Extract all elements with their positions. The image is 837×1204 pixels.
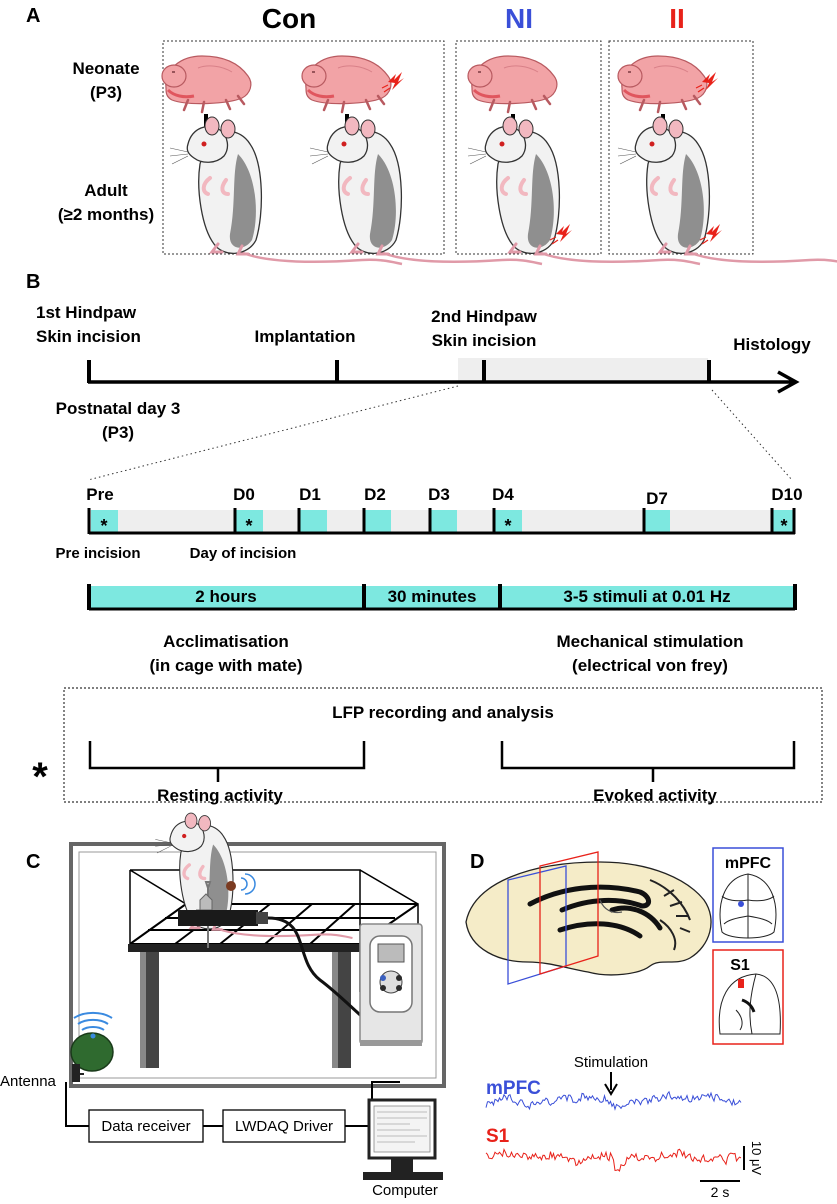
s1-electrode-site (738, 979, 744, 988)
adult-row-label: Adult (84, 181, 128, 200)
recording-cage (69, 842, 446, 1088)
day-label-d1: D1 (299, 485, 321, 504)
computer-icon (363, 1098, 443, 1180)
data-receiver-box (88, 1109, 204, 1143)
day-label-pre: Pre (86, 485, 113, 504)
glass-enclosure (129, 869, 419, 992)
second-incision-sub: Skin incision (432, 331, 537, 350)
second-incision-label: 2nd Hindpaw (431, 307, 538, 326)
recording-asterisk: * (245, 516, 252, 536)
implantation-label: Implantation (254, 327, 355, 346)
adult-row-sub: (≥2 months) (58, 205, 154, 224)
table-leg (337, 952, 351, 1068)
mpfc-electrode-site (738, 901, 744, 907)
lwdaq-driver-box (222, 1109, 346, 1143)
von-frey-handle (178, 910, 258, 926)
group-ni-label: NI (505, 3, 533, 34)
evoked-bracket (500, 741, 796, 782)
group-ii-label: II (669, 3, 685, 34)
lfp-trace-mpfc (485, 1090, 742, 1111)
mechanical-sub: (electrical von frey) (572, 656, 728, 675)
mpfc-inset-label: mPFC (725, 855, 772, 872)
neonate-pup-icon (616, 54, 709, 114)
recording-window-shade (458, 358, 708, 382)
adult-mouse-icon (616, 115, 837, 266)
scale-bar-voltage-label: 10 μV (749, 1141, 764, 1176)
first-incision-sub: Skin incision (36, 327, 141, 346)
s1-inset-box (712, 949, 784, 1045)
phase-acclimatisation-duration: 2 hours (195, 587, 256, 606)
neonate-row-sub: (P3) (90, 83, 122, 102)
acclimatisation-label: Acclimatisation (163, 632, 289, 651)
antenna-receiver-icon (70, 1032, 114, 1072)
resting-activity-label: Resting activity (157, 786, 283, 805)
table-leg (145, 952, 159, 1068)
lfp-title: LFP recording and analysis (332, 703, 554, 722)
histology-label: Histology (733, 335, 811, 354)
recording-asterisk: * (100, 516, 107, 536)
big-asterisk: * (32, 755, 48, 799)
antenna-signal-icon (73, 1011, 113, 1031)
trace-s1-label: S1 (486, 1126, 510, 1147)
day-label-d7: D7 (646, 489, 668, 508)
antenna-label: Antenna (0, 1073, 57, 1090)
acclimatisation-sub: (in cage with mate) (149, 656, 302, 675)
wireless-signal-icon (240, 873, 256, 895)
day-markers (87, 508, 796, 535)
trace-mpfc-label: mPFC (486, 1078, 541, 1099)
panel-b-label: B (26, 271, 40, 293)
neonate-pup-icon (466, 54, 559, 114)
group-con-label: Con (262, 3, 316, 34)
stimulation-arrow-icon (604, 1072, 618, 1096)
ni-group-box (455, 40, 602, 255)
receiver-cable (65, 1082, 89, 1127)
recording-asterisk: * (780, 516, 787, 536)
day-label-d0: D0 (233, 485, 255, 504)
panel-a-label: A (26, 5, 40, 27)
pre-incision-label: Pre incision (55, 545, 140, 562)
con-group-box (162, 40, 445, 255)
recording-asterisk: * (504, 516, 511, 536)
day-label-d10: D10 (771, 485, 802, 504)
lwdaq-driver-label: LWDAQ Driver (235, 1118, 333, 1135)
neonate-pup-icon (160, 54, 253, 114)
resting-bracket (88, 741, 366, 782)
neonate-row-label: Neonate (72, 59, 139, 78)
transmitter-icon (226, 881, 236, 891)
main-timeline (88, 370, 800, 394)
data-receiver-label: Data receiver (101, 1118, 190, 1135)
computer-label: Computer (372, 1182, 438, 1199)
lfp-trace-s1 (485, 1148, 742, 1172)
phase-stimulation-duration: 3-5 stimuli at 0.01 Hz (563, 587, 730, 606)
neonate-pup-icon (300, 54, 393, 114)
first-incision-label: 1st Hindpaw (36, 303, 137, 322)
s1-section-plane (539, 851, 599, 975)
phase-rest-duration: 30 minutes (388, 587, 477, 606)
zoom-guide-right (711, 389, 793, 481)
stimulation-label: Stimulation (574, 1054, 648, 1071)
phase-bar (89, 586, 795, 608)
panel-c-label: C (26, 851, 40, 873)
day-label-d3: D3 (428, 485, 450, 504)
zoom-guide-left (87, 385, 459, 481)
day-label-d2: D2 (364, 485, 386, 504)
day-of-incision-label: Day of incision (190, 545, 297, 562)
s1-inset-label: S1 (730, 957, 750, 974)
day-label-d4: D4 (492, 485, 514, 504)
panel-d-label: D (470, 851, 484, 873)
postnatal-label: Postnatal day 3 (56, 399, 181, 418)
evoked-activity-label: Evoked activity (593, 786, 717, 805)
mechanical-label: Mechanical stimulation (556, 632, 743, 651)
sagittal-brain-section (465, 861, 712, 976)
scale-bar-time-label: 2 s (711, 1184, 730, 1199)
postnatal-sub: (P3) (102, 423, 134, 442)
